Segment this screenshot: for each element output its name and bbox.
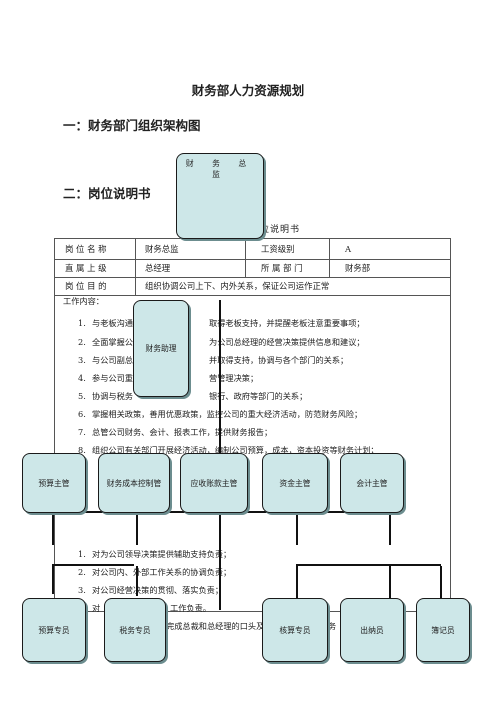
list-item: 6.掌握相关政策，善用优惠政策，监控公司的重大经济活动，防范财务风险；: [78, 409, 363, 419]
org-box-cfo: 财 务 总 监: [176, 153, 264, 239]
connector-drop: [52, 566, 54, 594]
connector-drop: [136, 513, 138, 545]
org-box-funds-manager: 资金主管: [262, 453, 328, 513]
cell-label-supervisor: 直 属 上 级: [65, 263, 107, 273]
table-row: 直 属 上 级 总经理 所 属 部 门 财务部: [55, 259, 450, 278]
responsibility-item-tail: 工作负责。: [170, 603, 211, 613]
cell-value-supervisor: 总经理: [145, 263, 171, 273]
list-item: 4.参与公司重: [78, 373, 133, 383]
list-item: 3.与公司副总: [78, 355, 133, 365]
cell-value-salary-grade: A: [345, 244, 352, 254]
org-box-budget-manager: 预算主管: [22, 453, 86, 513]
org-box-budget-specialist: 预算专员: [22, 598, 86, 662]
connector-drop: [296, 513, 298, 545]
cell-label-purpose: 岗 位 目 的: [65, 281, 107, 291]
list-item: 8.组织公司有关部门开展经济活动，编制公司预算，成本，资本投资等财务计划；: [78, 445, 379, 455]
footer-text: 完成总裁和总经理的口头及书面: [166, 621, 281, 631]
content-title: 工作内容：: [63, 296, 104, 306]
list-item: 5.协调与税务: [78, 391, 133, 401]
responsibility-item: 3.对公司经营决策的贯彻、落实负责；: [78, 585, 224, 595]
responsibility-item: 2.对公司内、外部工作关系的协调负责；: [78, 567, 232, 577]
org-box-bookkeeper: 簿记员: [416, 598, 470, 662]
section-heading-job-description: 二：岗位说明书: [63, 187, 151, 201]
table-row: 岗 位 目 的 组织协调公司上下、内外关系，保证公司运作正常: [55, 277, 450, 296]
connector-horizontal-level3-right: [296, 564, 441, 566]
connector-drop: [52, 513, 54, 545]
footer-text-tail: 务: [328, 621, 337, 631]
connector-drop: [389, 513, 391, 545]
connector-drop: [296, 566, 298, 598]
section-heading-org-chart: 一：财务部门组织架构图: [63, 119, 201, 133]
org-box-cashier: 出纳员: [340, 598, 404, 662]
org-box-accounting-manager: 会计主管: [340, 453, 404, 513]
cell-label-salary-grade: 工资级别: [261, 244, 295, 254]
list-item: 7.总管公司财务、会计、报表工作，提供财务报告；: [78, 427, 273, 437]
connector-horizontal-level3-left: [52, 564, 134, 566]
list-item-tail: 取得老板支持，并提醒老板注意重要事项；: [209, 318, 365, 328]
connector-drop: [440, 566, 442, 598]
connector-drop: [136, 566, 138, 596]
document-title: 财务部人力资源规划: [191, 84, 305, 98]
connector-drop: [389, 566, 391, 598]
responsibility-item: 1.对为公司领导决策提供辅助支持负责；: [78, 549, 232, 559]
org-box-assistant: 财务助理: [133, 300, 189, 397]
list-item: 1.与老板沟通: [78, 318, 133, 328]
list-item: 2.全面掌握公: [78, 337, 133, 347]
cell-value-position-name: 财务总监: [145, 244, 179, 254]
org-box-tax-specialist: 税务专员: [104, 598, 166, 662]
list-item-tail: 营管理决策；: [209, 373, 259, 383]
cell-label-department: 所 属 部 门: [261, 263, 303, 273]
table-row: 岗 位 名 称 财务总监 工资级别 A: [55, 239, 450, 260]
list-item-tail: 银行、政府等部门的关系；: [209, 391, 308, 401]
cell-value-department: 财务部: [345, 263, 371, 273]
cell-label-position-name: 岗 位 名 称: [65, 244, 107, 254]
list-item-tail: 为公司总经理的经营决策提供信息和建议；: [209, 337, 365, 347]
list-item-tail: 并取得支持，协调与各个部门的关系；: [209, 355, 349, 365]
org-box-receivables-manager: 应收账款主管: [180, 453, 248, 513]
table-caption: 监岗位说明书: [240, 225, 301, 235]
org-box-cost-control-manager: 财务成本控制管: [98, 453, 170, 513]
org-box-accounting-specialist: 核算专员: [262, 598, 328, 662]
cell-value-purpose: 组织协调公司上下、内外关系，保证公司运作正常: [145, 281, 330, 291]
